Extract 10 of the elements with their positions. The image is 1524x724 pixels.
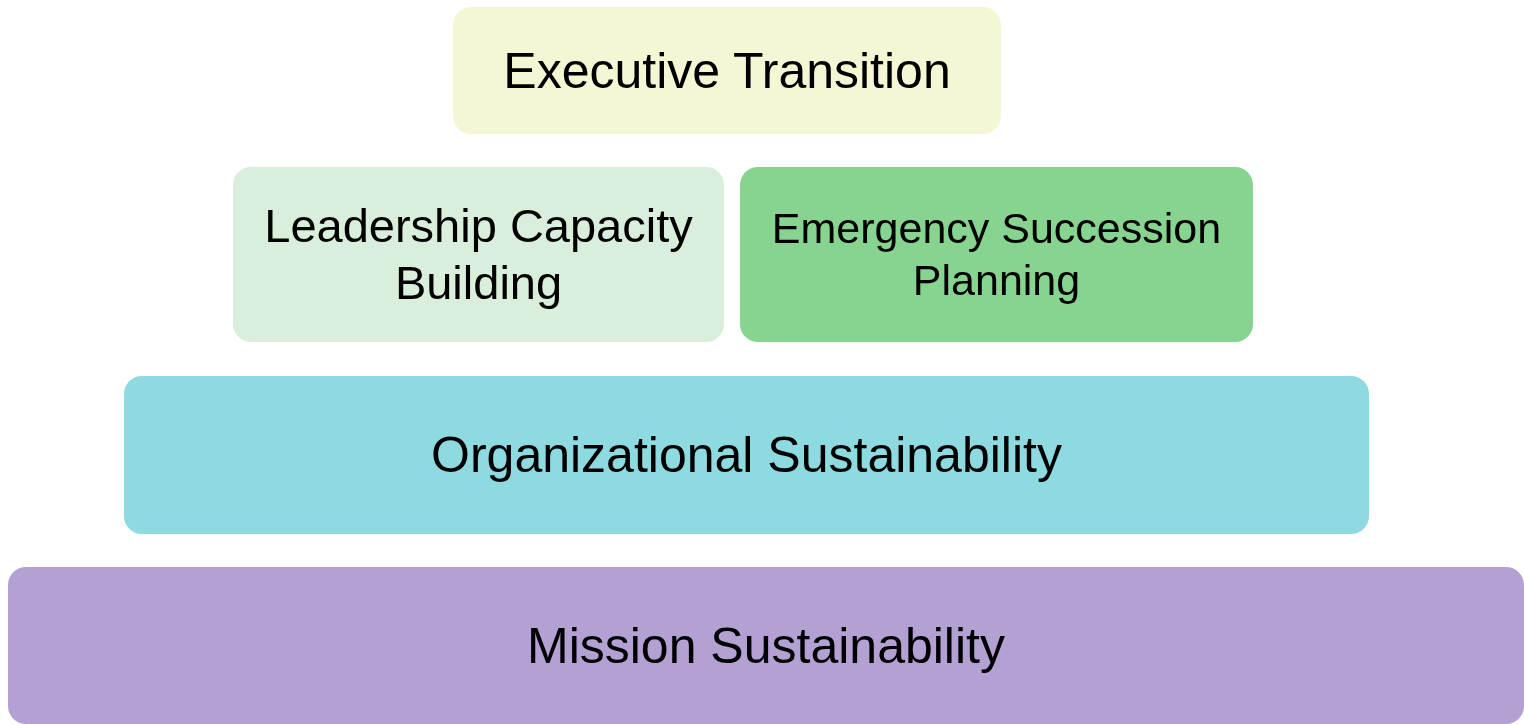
tier-label: Leadership Capacity Building	[263, 198, 694, 311]
tier-label: Organizational Sustainability	[431, 426, 1062, 485]
tier-box	[453, 7, 1001, 134]
tier-box	[740, 167, 1253, 342]
tier-label: Executive Transition	[503, 41, 951, 101]
tier-box	[124, 376, 1369, 534]
tier-box	[8, 567, 1524, 724]
tier-box	[233, 167, 724, 342]
tier-label: Mission Sustainability	[527, 616, 1005, 676]
tier-label: Emergency Succession Planning	[770, 202, 1223, 306]
